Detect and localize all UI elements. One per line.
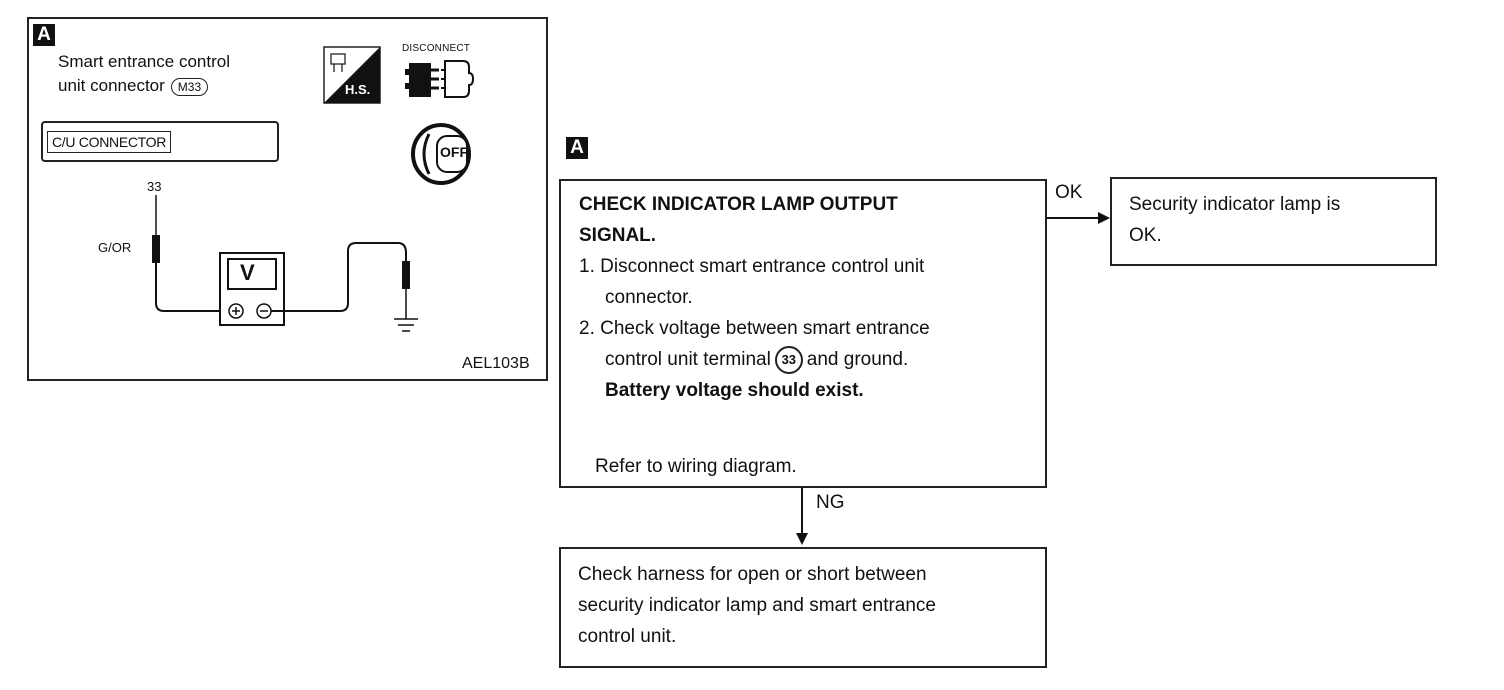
probe-negative (402, 261, 410, 289)
ng-result-line3: control unit. (578, 626, 677, 647)
step-item2-line3: Battery voltage should exist. (605, 380, 864, 401)
disconnect-label: DISCONNECT (402, 43, 471, 54)
probe-positive (152, 235, 160, 263)
ok-result-line1: Security indicator lamp is (1129, 194, 1341, 215)
cu-connector: C/U CONNECTOR (41, 121, 279, 162)
connector-id-badge: M33 (170, 77, 209, 96)
lead-negative (271, 242, 407, 312)
ok-result-line2: OK. (1129, 225, 1162, 246)
ng-result-box: Check harness for open or short between … (559, 547, 1047, 668)
ng-arrow (796, 487, 808, 545)
disconnect-connector-icon (405, 57, 475, 103)
voltmeter-label: V (240, 260, 255, 285)
wire-color-label: G/OR (98, 240, 132, 255)
check-step-content: CHECK INDICATOR LAMP OUTPUT SIGNAL. 1. D… (579, 189, 1039, 406)
ok-label: OK (1055, 182, 1083, 203)
check-step-box: CHECK INDICATOR LAMP OUTPUT SIGNAL. 1. D… (559, 179, 1047, 488)
cu-connector-label: C/U CONNECTOR (47, 131, 172, 153)
step-title-line1: CHECK INDICATOR LAMP OUTPUT (579, 194, 898, 215)
voltmeter-circuit (152, 195, 418, 332)
ok-result-box: Security indicator lamp is OK. (1110, 177, 1437, 266)
terminal-33-badge: 33 (774, 345, 803, 374)
ng-result-line2: security indicator lamp and smart entran… (578, 595, 936, 616)
step-title-line2: SIGNAL. (579, 225, 657, 246)
step-item2-line2-post: and ground. (806, 349, 909, 370)
harness-side-icon: H.S. (323, 46, 381, 104)
panel-title-line2: unit connector M33 (58, 74, 230, 98)
ignition-off-label: OFF (440, 144, 468, 160)
voltmeter-display (227, 258, 277, 290)
ok-arrow (1046, 212, 1110, 224)
panel-title-line2-text: unit connector (58, 76, 165, 95)
hs-label: H.S. (345, 82, 371, 97)
ignition-off-icon: OFF (407, 122, 477, 186)
figure-code: AEL103B (462, 355, 530, 372)
step-item2-line1: 2. Check voltage between smart entrance (579, 318, 930, 339)
step-item1-line2: connector. (605, 287, 693, 308)
ng-result-line1: Check harness for open or short between (578, 564, 927, 585)
illustration-panel (27, 17, 548, 381)
terminal-number-label: 33 (147, 179, 162, 194)
panel-title-line1: Smart entrance control (58, 52, 230, 71)
flow-tag: A (566, 137, 588, 159)
step-refer-text: Refer to wiring diagram. (595, 456, 797, 477)
step-item2-line2-pre: control unit terminal (605, 349, 771, 370)
lead-positive (155, 263, 222, 312)
panel-title: Smart entrance control unit connector M33 (58, 50, 230, 98)
step-item1-line1: 1. Disconnect smart entrance control uni… (579, 256, 925, 277)
ng-label: NG (816, 492, 845, 513)
ground-icon (394, 318, 418, 332)
panel-tag: A (33, 24, 55, 46)
